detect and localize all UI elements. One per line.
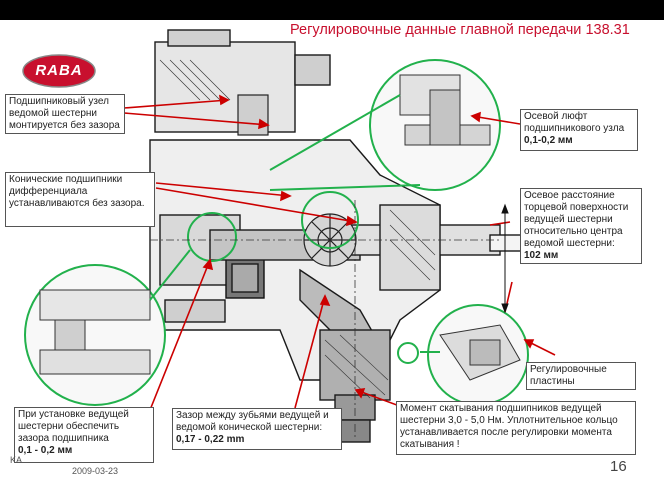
callout-diff-bearings: Конические подшипники дифференциала уста…	[5, 172, 155, 227]
callout-torque: Момент скатывания подшипников ведущей ше…	[396, 401, 636, 455]
callout-torque-text: Момент скатывания подшипников ведущей ше…	[400, 403, 618, 450]
callout-bearing-unit: Подшипниковый узел ведомой шестерни монт…	[5, 94, 125, 134]
callout-shims: Регулировочные пластины	[526, 362, 636, 390]
logo-text: RABA	[35, 62, 83, 79]
page-number: 16	[610, 458, 627, 475]
callout-axial-play: Осевой люфт подшипникового узла 0,1-0,2 …	[520, 109, 638, 151]
callout-backlash-label: Зазор между зубьями ведущей и ведомой ко…	[176, 410, 329, 433]
callout-backlash-value: 0,17 - 0,22 mm	[176, 434, 245, 445]
callout-axial-play-value: 0,1-0,2 мм	[524, 135, 573, 146]
raba-logo	[22, 54, 96, 88]
callout-diff-bearings-text: Конические подшипники дифференциала уста…	[9, 174, 145, 209]
callout-distance-value: 102 мм	[524, 250, 559, 261]
footer-date: 2009-03-23	[72, 466, 119, 476]
callout-distance-label: Осевое расстояние торцевой поверхности в…	[524, 190, 629, 249]
page-title: Регулировочные данные главной передачи 1…	[290, 22, 630, 38]
callout-pinion-clearance: При установке ведущей шестерни обеспечит…	[14, 407, 154, 463]
callout-distance: Осевое расстояние торцевой поверхности в…	[520, 188, 642, 264]
footer-corner: KA	[10, 455, 23, 465]
callout-pinion-clearance-label: При установке ведущей шестерни обеспечит…	[18, 409, 129, 444]
callout-backlash: Зазор между зубьями ведущей и ведомой ко…	[172, 408, 342, 450]
callout-pinion-clearance-value: 0,1 - 0,2 мм	[18, 445, 73, 456]
callout-shims-text: Регулировочные пластины	[530, 364, 607, 387]
callout-bearing-unit-text: Подшипниковый узел ведомой шестерни монт…	[9, 96, 120, 131]
callout-axial-play-label: Осевой люфт подшипникового узла	[524, 111, 625, 134]
detail-circle-left	[24, 264, 166, 406]
header-bar	[0, 0, 664, 20]
